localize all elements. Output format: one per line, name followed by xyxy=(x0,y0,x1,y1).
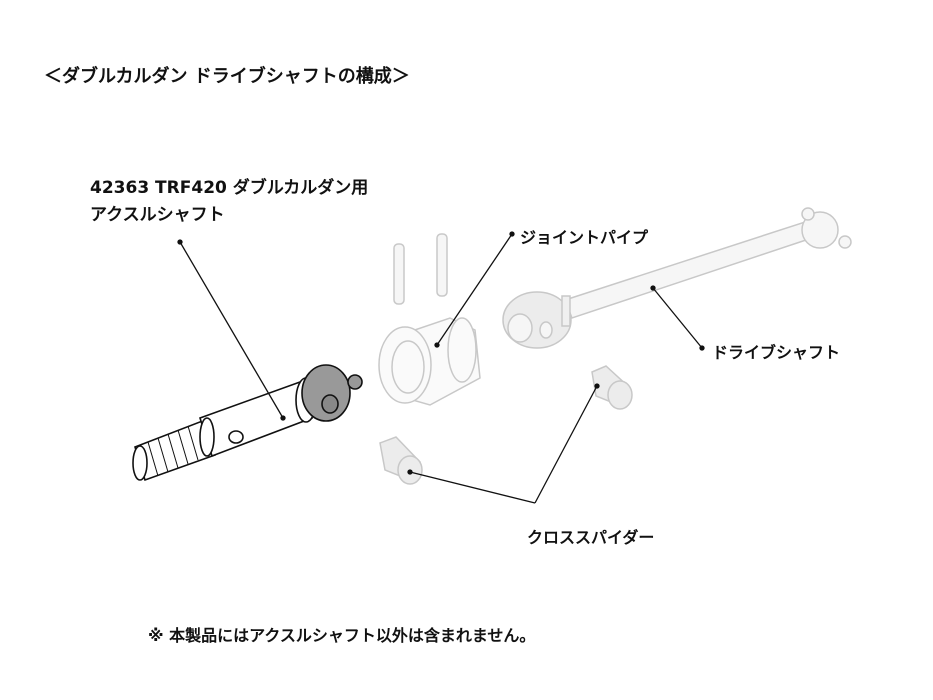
drive-shaft-part xyxy=(502,207,852,349)
diagram-title: ＜ダブルカルダン ドライブシャフトの構成＞ xyxy=(44,66,410,87)
label-joint-pipe: ジョイントパイプ xyxy=(520,228,649,247)
footnote: ※ 本製品にはアクスルシャフト以外は含まれません。 xyxy=(148,626,536,645)
pins-part xyxy=(393,233,448,305)
label-axle-shaft-line2: アクスルシャフト xyxy=(90,205,225,225)
cross-spider-part xyxy=(379,365,633,485)
axle-shaft-part xyxy=(132,364,363,482)
label-cross-spider: クロススパイダー xyxy=(527,528,655,547)
joint-pipe-part xyxy=(378,317,481,406)
label-drive-shaft: ドライブシャフト xyxy=(712,343,841,362)
leader-lines xyxy=(177,231,705,504)
label-axle-shaft-line1: 42363 TRF420 ダブルカルダン用 xyxy=(90,178,369,198)
